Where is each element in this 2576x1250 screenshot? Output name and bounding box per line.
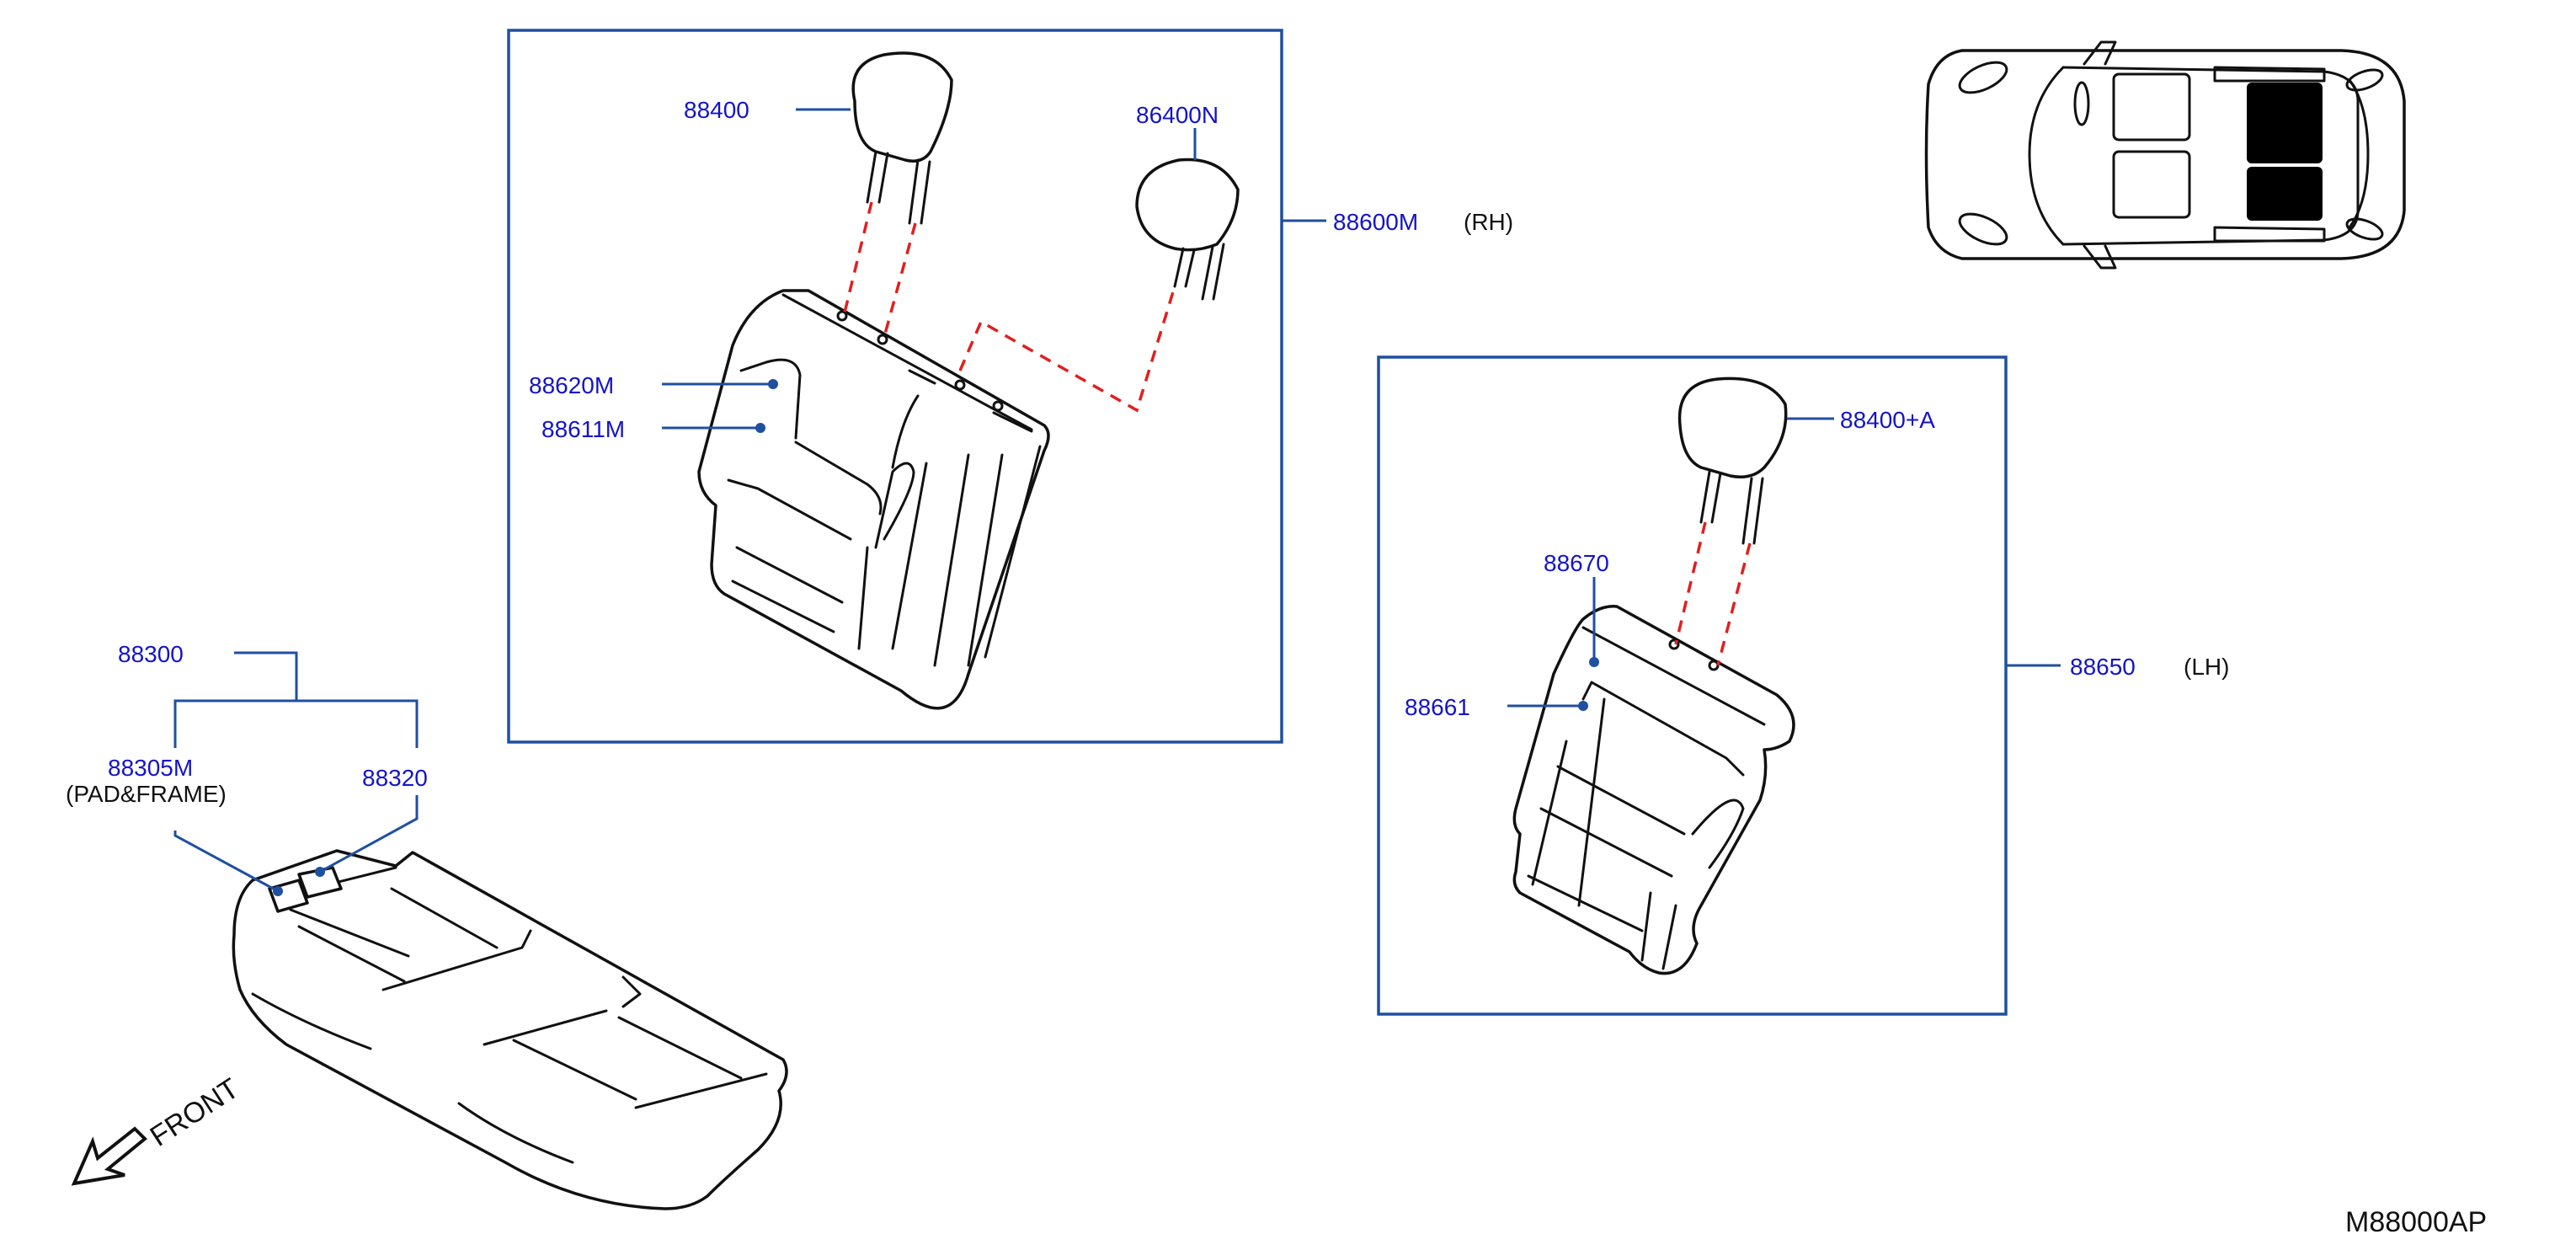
label-88305M[interactable]: 88305M	[108, 755, 193, 781]
dot-88611M	[755, 423, 765, 433]
label-pad-frame: (PAD&FRAME)	[66, 781, 227, 807]
connector-88400A-right	[1716, 542, 1752, 666]
label-88400A[interactable]: 88400+A	[1840, 407, 1935, 433]
connector-88400-right	[883, 222, 917, 338]
label-88300[interactable]: 88300	[118, 641, 184, 667]
rear-seat-highlight-rh	[2247, 83, 2323, 163]
lh-seatback[interactable]	[1512, 605, 1795, 975]
label-88670[interactable]: 88670	[1544, 550, 1609, 576]
dot-88670	[1589, 657, 1599, 667]
dot-88305M	[273, 886, 283, 896]
label-88320[interactable]: 88320	[362, 765, 428, 791]
vehicle-top-view-icon	[1924, 40, 2406, 270]
connector-88400-left	[842, 201, 873, 317]
leader-88305M	[173, 831, 279, 893]
leader-88300-bracket	[173, 699, 419, 748]
connector-88400A-left	[1674, 521, 1707, 645]
connector-86400N	[958, 286, 1176, 413]
label-lh: (LH)	[2184, 654, 2229, 680]
label-88611M[interactable]: 88611M	[541, 416, 625, 442]
label-88661[interactable]: 88661	[1405, 694, 1470, 720]
headrest-88400[interactable]	[851, 51, 953, 225]
rh-seatback[interactable]	[697, 289, 1050, 710]
leader-88320	[319, 795, 419, 873]
label-88650[interactable]: 88650	[2070, 654, 2136, 680]
rear-seat-highlight-lh	[2247, 167, 2323, 221]
dot-88620M	[768, 379, 778, 389]
lh-group-box	[1377, 355, 2008, 1016]
label-rh: (RH)	[1464, 209, 1513, 235]
label-86400N[interactable]: 86400N	[1136, 102, 1219, 128]
label-88400[interactable]: 88400	[684, 97, 749, 123]
headrest-86400N[interactable]	[1135, 158, 1240, 301]
leader-88300	[234, 651, 298, 701]
front-arrow-icon	[71, 1126, 147, 1186]
front-label: FRONT	[145, 1072, 245, 1153]
diagram-reference-code: M88000AP	[2345, 1206, 2487, 1238]
seat-cushion[interactable]	[232, 849, 788, 1210]
label-88600M[interactable]: 88600M	[1333, 209, 1418, 235]
headrest-88400A[interactable]	[1677, 377, 1788, 545]
rh-group-box	[507, 29, 1283, 744]
dot-88661	[1578, 701, 1588, 711]
label-88620M[interactable]: 88620M	[529, 372, 614, 398]
dot-88320	[315, 867, 325, 877]
